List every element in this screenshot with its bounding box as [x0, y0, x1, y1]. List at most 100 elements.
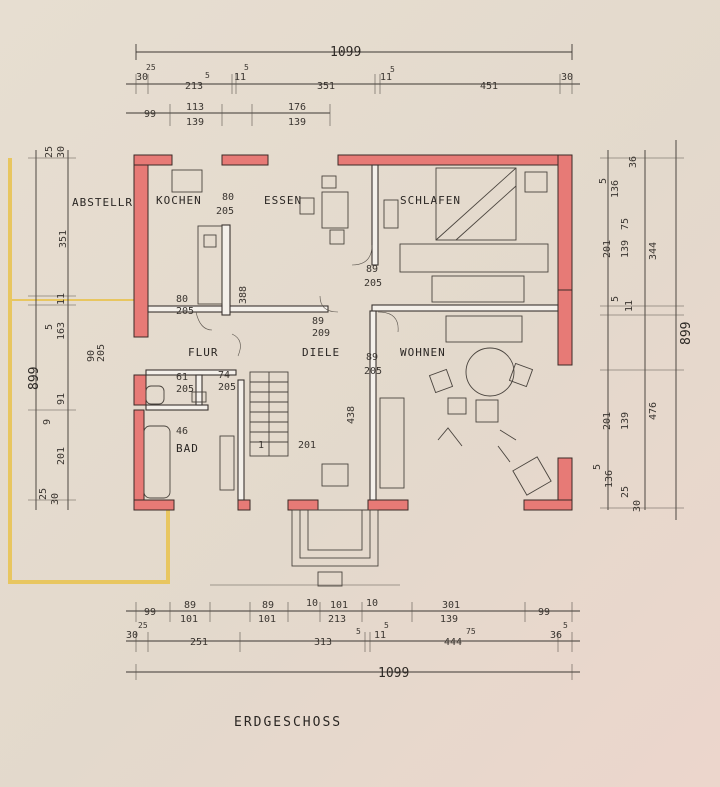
dim-right-36: 36 — [628, 156, 639, 168]
dim-top-30b: 30 — [561, 72, 573, 83]
dim-left-25: 25 — [44, 146, 55, 158]
dim-right-total: 899 — [679, 322, 694, 345]
left-dimensions: 899 25 30 351 11 163 5 90 205 91 9 201 2… — [27, 146, 107, 510]
dim-left-30b: 30 — [50, 493, 61, 505]
dim-top-25: 25 — [146, 63, 156, 72]
furniture — [143, 167, 552, 587]
dim-top-139b: 139 — [288, 117, 306, 128]
door-dimensions: 80 205 89 205 80 205 388 89 209 89 205 6… — [176, 192, 382, 451]
dim-left-163: 163 — [56, 322, 67, 340]
room-abstellr: ABSTELLR — [72, 196, 133, 209]
dim-bot-10a: 10 — [306, 598, 318, 609]
dim-top-11b-sup: 5 — [390, 65, 395, 74]
dim-left-91: 91 — [56, 393, 67, 405]
dim-bot-99b: 99 — [538, 607, 550, 618]
door-diele-w: 89 — [312, 316, 324, 327]
dim-bot-36-sup: 5 — [563, 621, 568, 630]
dim-top-176: 176 — [288, 102, 306, 113]
room-labels: ABSTELLR KOCHEN ESSEN SCHLAFEN FLUR DIEL… — [72, 194, 461, 455]
dim-bot-11: 11 — [374, 630, 386, 641]
dim-bot-10b: 10 — [366, 598, 378, 609]
dim-right-139b: 139 — [620, 412, 631, 430]
dim-top-11a: 11 — [234, 72, 246, 83]
dim-right-139a: 139 — [620, 240, 631, 258]
dim-bot-total: 1099 — [378, 666, 409, 681]
bottom-dimensions: 99 89 101 89 101 10 101 213 10 301 139 9… — [126, 598, 580, 681]
door-stair-b: 201 — [298, 440, 316, 451]
top-total-dim: 1099 — [330, 45, 361, 60]
dim-bot-213: 213 — [328, 614, 346, 625]
dim-left-25b: 25 — [38, 488, 49, 500]
dim-bot-444: 444 — [444, 637, 462, 648]
door-essen-h: 205 — [364, 278, 382, 289]
dim-left-201: 201 — [56, 447, 67, 465]
door-wohnen-h: 205 — [364, 366, 382, 377]
dim-bot-313: 313 — [314, 637, 332, 648]
dim-left-90: 90 — [86, 350, 97, 362]
dim-bot-101b: 101 — [258, 614, 276, 625]
dim-right-201b: 201 — [602, 412, 613, 430]
door-kochen-w: 80 — [222, 192, 234, 203]
dim-right-30: 30 — [632, 500, 643, 512]
dim-top-113: 113 — [186, 102, 204, 113]
dim-bot-301: 301 — [442, 600, 460, 611]
dim-right-201a: 201 — [602, 240, 613, 258]
room-wohnen: WOHNEN — [400, 346, 446, 359]
dim-right-136b: 136 — [604, 470, 615, 488]
dim-top-213: 213 — [185, 81, 203, 92]
dim-top-139a: 139 — [186, 117, 204, 128]
dim-left-30: 30 — [56, 146, 67, 158]
door-bad-w: 61 — [176, 372, 188, 383]
door-wohnen-w: 89 — [366, 352, 378, 363]
dim-bot-444-sup: 75 — [466, 627, 476, 636]
dim-top-30a: 30 — [136, 72, 148, 83]
dim-bot-313-sup: 5 — [356, 627, 361, 636]
door-diele-h: 209 — [312, 328, 330, 339]
door-bad-h: 205 — [176, 384, 194, 395]
door-flur-w: 74 — [218, 370, 230, 381]
dim-bot-89b: 89 — [262, 600, 274, 611]
dim-bot-101c: 101 — [330, 600, 348, 611]
dim-left-total: 899 — [27, 367, 42, 390]
dim-left-351: 351 — [58, 230, 69, 248]
dim-right-5: 5 — [598, 178, 609, 184]
terrace-outline — [8, 158, 170, 584]
door-bad-a: 46 — [176, 426, 188, 437]
room-essen: ESSEN — [264, 194, 302, 207]
plan-title: ERDGESCHOSS — [234, 715, 342, 730]
dim-right-344: 344 — [648, 242, 659, 260]
dim-bot-36: 36 — [550, 630, 562, 641]
staircase — [249, 371, 289, 457]
door-diele-s: 438 — [346, 406, 357, 424]
top-dimensions: 1099 30 25 213 5 11 5 351 11 5 451 30 99… — [126, 44, 580, 128]
dim-top-451: 451 — [480, 81, 498, 92]
right-dimensions: 899 36 136 5 201 139 75 344 11 5 201 139… — [592, 140, 694, 520]
dim-right-11: 11 — [624, 300, 635, 312]
dim-top-351: 351 — [317, 81, 335, 92]
dim-bot-99a: 99 — [144, 607, 156, 618]
dim-bot-101a: 101 — [180, 614, 198, 625]
walls — [133, 154, 573, 511]
room-schlafen: SCHLAFEN — [400, 194, 461, 207]
door-flurk-w: 80 — [176, 294, 188, 305]
dim-left-205: 205 — [96, 344, 107, 362]
dim-right-75: 75 — [620, 218, 631, 230]
dim-top-11b: 11 — [380, 72, 392, 83]
door-swings — [195, 244, 399, 357]
door-kochen-h: 205 — [216, 206, 234, 217]
dim-bot-11-sup: 5 — [384, 621, 389, 630]
dim-bot-89a: 89 — [184, 600, 196, 611]
dim-right-5c: 5 — [592, 464, 603, 470]
door-essen-w: 89 — [366, 264, 378, 275]
dim-left-11: 11 — [56, 293, 67, 305]
dim-top-11a-sup: 5 — [244, 63, 249, 72]
dim-right-136: 136 — [610, 180, 621, 198]
dim-bot-139: 139 — [440, 614, 458, 625]
dim-top-213-sup: 5 — [205, 71, 210, 80]
dim-bot-30: 30 — [126, 630, 138, 641]
dim-right-25: 25 — [620, 486, 631, 498]
dim-left-5: 5 — [44, 324, 55, 330]
dim-bot-251: 251 — [190, 637, 208, 648]
room-flur: FLUR — [188, 346, 219, 359]
